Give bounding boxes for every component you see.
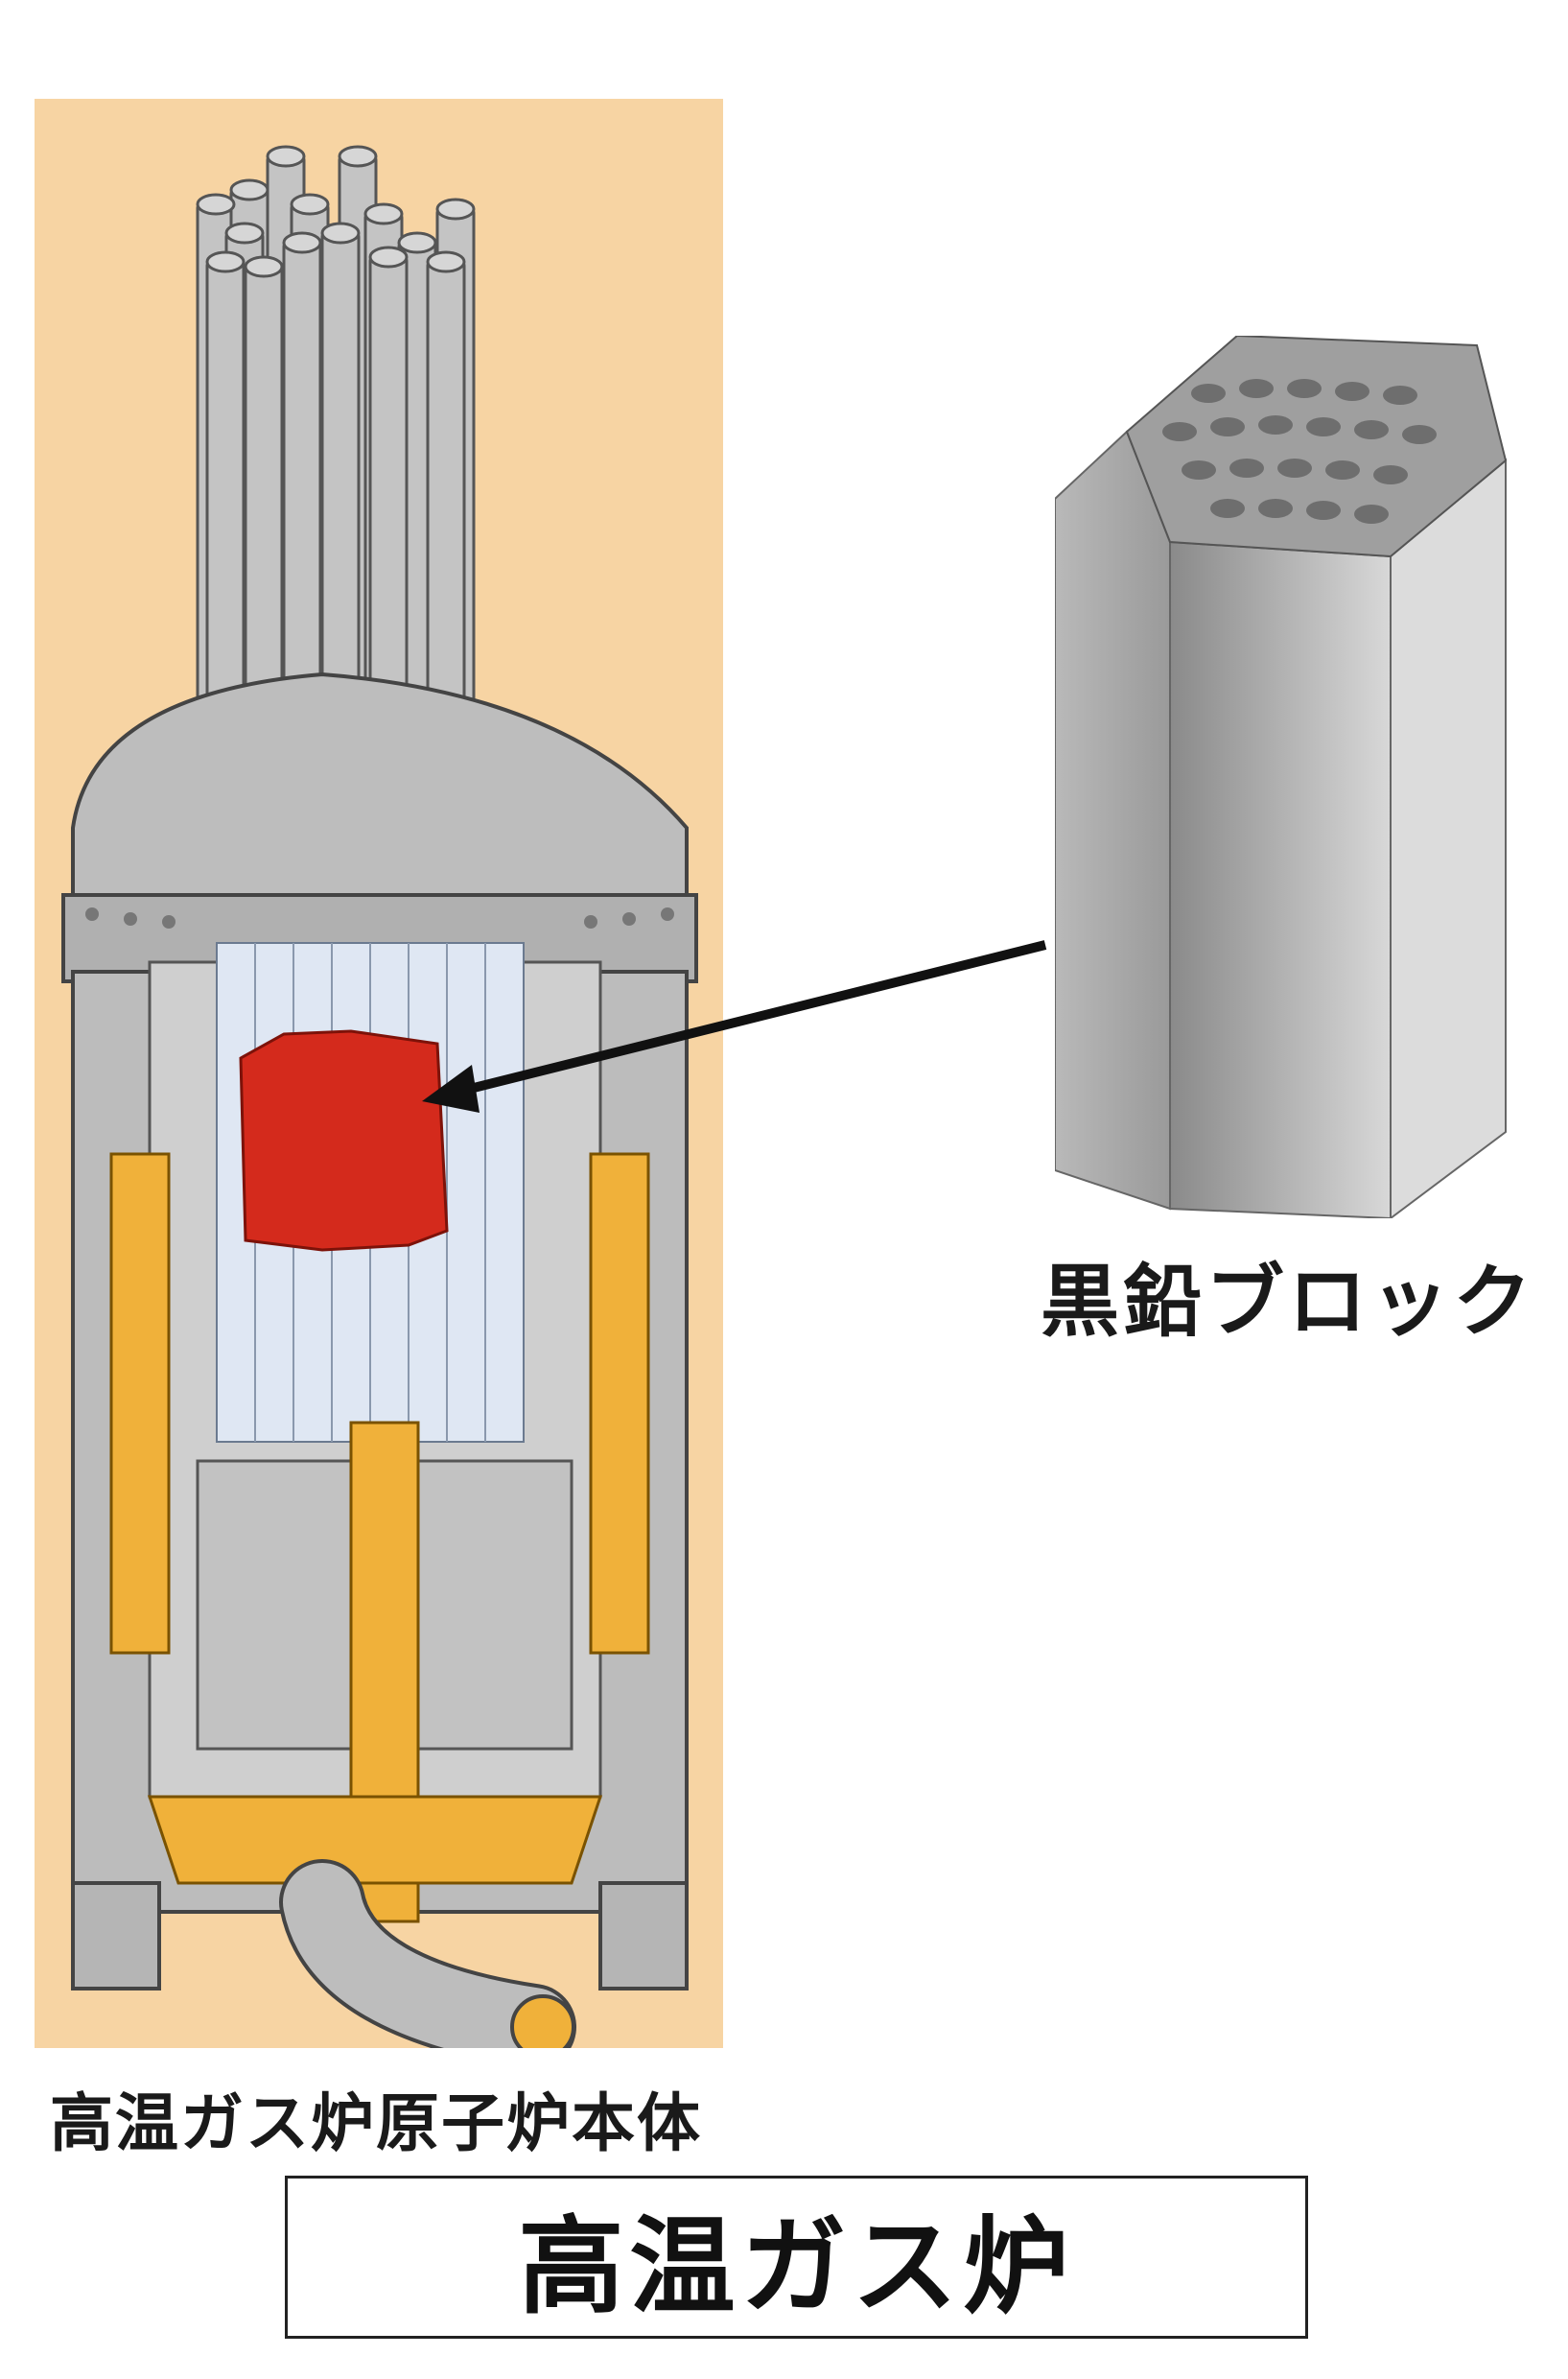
reactor-vessel-icon xyxy=(35,99,723,2048)
graphite-block-icon xyxy=(1054,334,1508,1220)
figure-title: 高温ガス炉 xyxy=(518,2205,1075,2328)
figure-title-box: 高温ガス炉 xyxy=(285,2176,1308,2339)
reactor-caption: 高温ガス炉原子炉本体 xyxy=(50,2086,702,2160)
reactor-illustration xyxy=(35,99,723,2048)
reactor-core xyxy=(239,1029,449,1252)
graphite-block-illustration xyxy=(1054,334,1534,1220)
graphite-block-label: 黒鉛ブロック xyxy=(1041,1257,1536,1348)
